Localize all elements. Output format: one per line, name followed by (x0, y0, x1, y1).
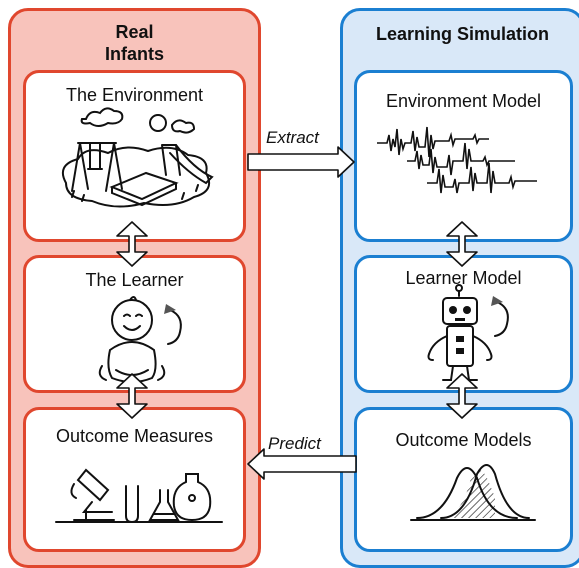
right-double-arrow-top (446, 221, 478, 267)
left-double-arrow-top (116, 221, 148, 267)
environment-box: The Environment (23, 70, 246, 242)
waveform-icon (377, 126, 537, 194)
predict-arrow (247, 448, 357, 480)
left-double-arrow-bottom (116, 373, 148, 419)
outcome-measures-box: Outcome Measures (23, 407, 246, 552)
outcome-models-box: Outcome Models (354, 407, 573, 552)
learner-model-box-title: Learner Model (405, 268, 522, 288)
right-double-arrow-bottom (446, 373, 478, 419)
distribution-curves-icon (410, 464, 536, 521)
learner-box: The Learner (23, 255, 246, 393)
learner-box-title: The Learner (85, 270, 184, 290)
environment-box-title: The Environment (65, 85, 204, 105)
outcome-models-box-title: Outcome Models (395, 430, 532, 450)
learner-model-box: Learner Model (354, 255, 573, 393)
playground-icon (62, 107, 214, 208)
extract-label: Extract (266, 128, 319, 147)
environment-model-box: Environment Model (354, 70, 573, 242)
environment-model-box-title: Environment Model (385, 91, 542, 111)
baby-icon (98, 296, 182, 383)
predict-label: Predict (268, 434, 321, 453)
lab-equipment-icon (55, 468, 223, 524)
outcome-measures-box-title: Outcome Measures (55, 426, 214, 446)
real-infants-title: Real Infants (104, 22, 164, 64)
extract-arrow (247, 146, 355, 178)
learning-simulation-title: Learning Simulation (375, 24, 549, 44)
robot-icon (427, 284, 509, 381)
